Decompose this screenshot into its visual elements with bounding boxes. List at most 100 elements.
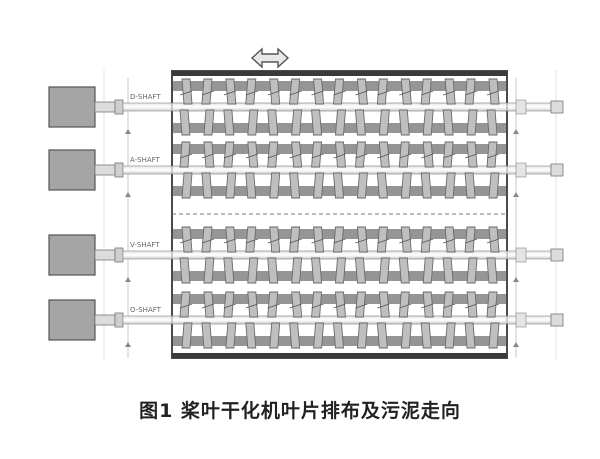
paddle-edge-mark bbox=[311, 90, 324, 96]
paddle-blade-upper bbox=[356, 226, 368, 253]
paddle-blade-lower bbox=[291, 257, 303, 284]
paddle-edge-mark bbox=[223, 153, 236, 159]
paddle-blade-lower bbox=[356, 172, 368, 199]
paddle-blade-upper bbox=[376, 78, 388, 105]
shaft-assembly: O-SHAFT bbox=[48, 291, 564, 349]
paddle-blade-upper bbox=[291, 291, 303, 318]
shaft-right-extension bbox=[506, 102, 552, 112]
paddle-blade-upper bbox=[444, 78, 456, 105]
paddle-blade-lower bbox=[289, 322, 301, 349]
paddle-blade-upper bbox=[203, 141, 215, 168]
paddle-edge-mark bbox=[377, 90, 390, 96]
paddle-edge-mark bbox=[245, 238, 258, 244]
paddle-blade-upper bbox=[335, 141, 346, 168]
paddle-edge-mark bbox=[223, 90, 236, 96]
paddle-edge-mark bbox=[443, 238, 456, 244]
drive-flange bbox=[114, 312, 124, 328]
paddle-edge-mark bbox=[355, 303, 368, 309]
paddle-blade-lower bbox=[313, 172, 325, 199]
paddle-blade-lower bbox=[335, 109, 346, 136]
paddle-edge-mark bbox=[245, 153, 258, 159]
paddle-blade-lower bbox=[422, 257, 434, 284]
drive-coupling bbox=[94, 314, 116, 326]
bearing-right bbox=[550, 248, 564, 262]
paddle-edge-mark bbox=[267, 153, 280, 159]
paddle-blade-upper bbox=[420, 78, 432, 105]
paddle-blade-upper bbox=[333, 78, 344, 105]
left-marker bbox=[125, 277, 131, 282]
right-marker bbox=[513, 342, 519, 347]
paddle-edge-mark bbox=[333, 90, 346, 96]
paddle-blade-upper bbox=[486, 291, 498, 318]
paddle-blade-upper bbox=[422, 141, 434, 168]
right-marker bbox=[513, 129, 519, 134]
paddle-blade-lower bbox=[444, 322, 456, 349]
paddle-blade-lower bbox=[376, 322, 388, 349]
paddle-blade-lower bbox=[335, 257, 346, 284]
paddle-blade-lower bbox=[356, 322, 368, 349]
paddle-blade-lower bbox=[333, 172, 344, 199]
paddle-blade-upper bbox=[354, 291, 366, 318]
paddle-blade-upper bbox=[444, 226, 456, 253]
right-marker bbox=[513, 277, 519, 282]
paddle-edge-mark bbox=[289, 153, 302, 159]
shaft-assembly: D-SHAFT bbox=[48, 78, 564, 136]
paddle-edge-mark bbox=[443, 90, 456, 96]
paddle-blade-lower bbox=[267, 257, 279, 284]
paddle-blade-upper bbox=[203, 291, 215, 318]
paddle-blade-lower bbox=[267, 109, 279, 136]
paddle-blade-lower bbox=[464, 322, 476, 349]
paddle-blade-lower bbox=[247, 109, 259, 136]
paddle-blade-upper bbox=[245, 78, 257, 105]
paddle-blade-lower bbox=[442, 257, 454, 284]
paddle-blade-upper bbox=[356, 78, 368, 105]
paddle-edge-mark bbox=[201, 303, 215, 309]
paddle-edge-mark bbox=[377, 153, 390, 159]
paddle-blade-lower bbox=[225, 172, 237, 199]
paddle-edge-mark bbox=[443, 153, 456, 159]
paddle-edge-mark bbox=[333, 153, 346, 159]
shaft-right-extension bbox=[506, 250, 552, 260]
shaft-assembly: V-SHAFT bbox=[48, 226, 564, 284]
paddle-blade-upper bbox=[464, 78, 476, 105]
shaft-left-extension bbox=[122, 102, 173, 112]
paddle-edge-mark bbox=[311, 238, 324, 244]
paddle-blade-lower bbox=[269, 172, 281, 199]
seal-right bbox=[515, 99, 527, 115]
paddle-blade-lower bbox=[201, 322, 213, 349]
paddle-edge-mark bbox=[421, 303, 434, 309]
paddle-blade-upper bbox=[269, 78, 281, 105]
paddle-edge-mark bbox=[377, 303, 390, 309]
paddle-edge-mark bbox=[311, 303, 324, 309]
paddle-blade-upper bbox=[223, 141, 235, 168]
seal-right bbox=[515, 247, 527, 263]
bearing-right bbox=[550, 163, 564, 177]
paddle-blade-upper bbox=[442, 291, 454, 318]
paddle-blade-upper bbox=[400, 78, 412, 105]
paddle-edge-mark bbox=[245, 303, 258, 309]
paddle-blade-upper bbox=[466, 291, 478, 318]
drive-flange bbox=[114, 162, 124, 178]
drive-coupling bbox=[94, 101, 116, 113]
paddle-blade-upper bbox=[442, 141, 454, 168]
paddle-blade-upper bbox=[488, 226, 500, 253]
paddle-blade-upper bbox=[201, 78, 213, 105]
paddle-blade-upper bbox=[247, 291, 259, 318]
paddle-blade-lower bbox=[291, 109, 303, 136]
paddle-edge-mark bbox=[333, 303, 346, 309]
drive-coupling bbox=[94, 164, 116, 176]
drive-flange bbox=[114, 99, 124, 115]
paddle-blade-lower bbox=[420, 322, 432, 349]
paddle-blade-lower bbox=[225, 322, 237, 349]
paddle-blade-upper bbox=[420, 226, 432, 253]
paddle-blade-upper bbox=[179, 141, 191, 168]
paddle-blade-lower bbox=[289, 172, 301, 199]
paddle-blade-upper bbox=[488, 78, 500, 105]
shaft-label: V-SHAFT bbox=[130, 241, 160, 249]
dryer-top-edge bbox=[172, 71, 507, 76]
paddle-blade-lower bbox=[333, 322, 344, 349]
paddle-blade-upper bbox=[466, 141, 478, 168]
paddle-edge-mark bbox=[201, 153, 215, 159]
drive-motor-box bbox=[48, 299, 96, 341]
